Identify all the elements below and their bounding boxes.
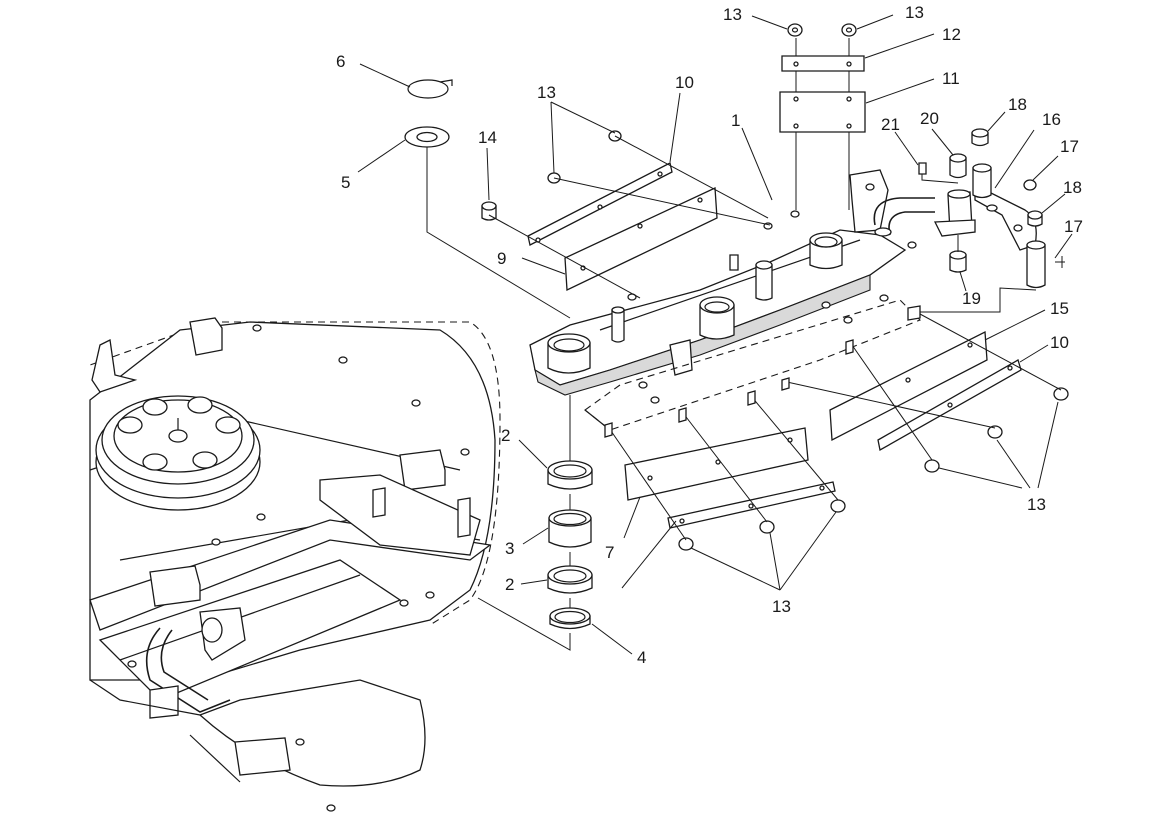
- callout-11: 11: [942, 69, 960, 88]
- nut-13-upper-strip: [547, 130, 622, 184]
- callout-15: 15: [1050, 299, 1069, 318]
- callout-2-lower: 2: [505, 575, 514, 594]
- callout-9: 9: [497, 249, 506, 268]
- callout-10-lower: 10: [1050, 333, 1069, 352]
- callout-5: 5: [341, 173, 350, 192]
- strip-9: [564, 187, 718, 292]
- cap-18-upper: [971, 128, 989, 147]
- callout-13-right: 13: [1027, 495, 1046, 514]
- main-frame: [529, 169, 935, 404]
- nut-13-top-left: [787, 23, 803, 37]
- bushing-3: [548, 509, 592, 548]
- strip-15: [829, 330, 988, 442]
- sleeve-20: [949, 153, 967, 179]
- callout-20: 20: [920, 109, 939, 128]
- callout-leaders: [357, 14, 1073, 655]
- callout-12: 12: [942, 25, 961, 44]
- seal-4: [549, 607, 591, 630]
- callout-labels: 13 13 12 11 13 10 1 14 6 5 9 21 20 18 16…: [336, 3, 1083, 667]
- bearing-2-lower: [547, 565, 593, 594]
- nut-13-lower-3: [678, 537, 694, 551]
- tube-17: [1026, 240, 1046, 289]
- deck-pulley: [95, 395, 261, 511]
- snap-ring-6: [407, 79, 453, 99]
- callout-6: 6: [336, 52, 345, 71]
- callout-17-upper: 17: [1060, 137, 1079, 156]
- fitting-21: [918, 162, 927, 175]
- strip-10-lower: [877, 359, 1022, 452]
- nut-17-upper: [1023, 179, 1037, 191]
- callout-21: 21: [881, 115, 900, 134]
- callout-18-upper: 18: [1008, 95, 1027, 114]
- callout-16: 16: [1042, 110, 1061, 129]
- callout-2-upper: 2: [501, 426, 510, 445]
- nut-13-right-1: [1053, 387, 1069, 401]
- strip-7: [624, 427, 809, 501]
- plate-11: [779, 91, 866, 133]
- nut-13-lower-1: [830, 499, 846, 513]
- callout-14: 14: [478, 128, 497, 147]
- callout-3: 3: [505, 539, 514, 558]
- bracket-16: [974, 183, 1037, 251]
- callout-10-upper: 10: [675, 73, 694, 92]
- callout-1: 1: [731, 111, 740, 130]
- pivot-block: [933, 189, 976, 237]
- cap-18-lower: [1027, 210, 1043, 227]
- callout-4: 4: [637, 648, 646, 667]
- plate-12: [781, 55, 865, 72]
- nut-13-lower-2: [759, 520, 775, 534]
- callout-7: 7: [605, 543, 614, 562]
- callout-19: 19: [962, 289, 981, 308]
- nut-13-right-3: [924, 459, 940, 473]
- strip-7-lower: [667, 481, 836, 529]
- mower-deck: [89, 317, 501, 812]
- callout-17-lower: 17: [1064, 217, 1083, 236]
- callout-18-lower: 18: [1063, 178, 1082, 197]
- nut-13-top-right: [841, 23, 857, 37]
- washer-5: [404, 126, 450, 148]
- callout-13-top-left: 13: [723, 5, 742, 24]
- bearing-2-upper: [547, 460, 593, 490]
- callout-13-upper-strip: 13: [537, 83, 556, 102]
- callout-13-lower: 13: [772, 597, 791, 616]
- tube-16: [972, 163, 992, 199]
- bushing-19: [949, 250, 967, 273]
- nut-13-right-2: [987, 425, 1003, 439]
- callout-13-top-right: 13: [905, 3, 924, 22]
- strip-10-upper: [527, 162, 673, 246]
